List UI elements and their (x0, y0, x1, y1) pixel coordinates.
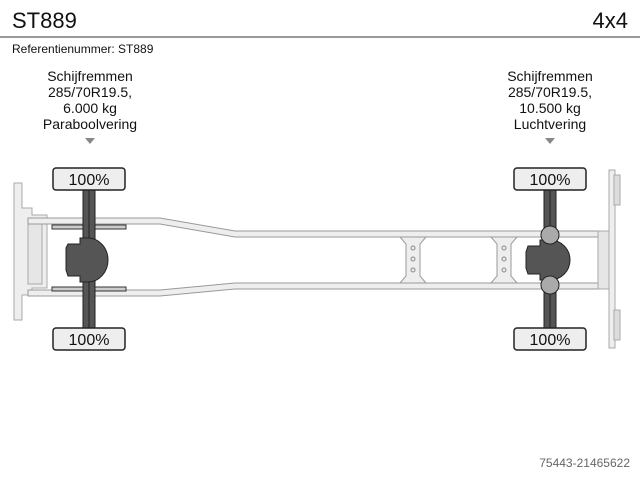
front-axle-info: Schijfremmen 285/70R19.5, 6.000 kg Parab… (10, 68, 170, 144)
crossmember (398, 236, 519, 284)
rear-axle (525, 189, 571, 329)
rear-axle-tyres: 285/70R19.5, (507, 84, 593, 100)
svg-text:100%: 100% (69, 332, 110, 349)
svg-text:100%: 100% (530, 332, 571, 349)
front-axle-load: 6.000 kg (63, 100, 117, 116)
reference-number: Referentienummer: ST889 (12, 42, 154, 56)
rear-axle-suspension: Luchtvering (513, 116, 587, 132)
vehicle-title: ST889 (12, 8, 77, 33)
front-axle-tyres: 285/70R19.5, (47, 84, 133, 100)
svg-text:100%: 100% (530, 172, 571, 189)
front-axle (51, 189, 127, 329)
tyre-front-top: 100% (52, 167, 126, 191)
tyre-rear-bottom: 100% (513, 327, 587, 351)
rear-axle-load: 10.500 kg (519, 100, 581, 116)
drive-configuration: 4x4 (592, 8, 628, 33)
rear-end (597, 169, 621, 349)
tyre-front-bottom: 100% (52, 327, 126, 351)
rear-axle-pointer-icon (545, 138, 555, 144)
listing-id: 75443-21465622 (539, 456, 630, 470)
tyre-rear-top: 100% (513, 167, 587, 191)
svg-text:100%: 100% (69, 172, 110, 189)
front-axle-pointer-icon (85, 138, 95, 144)
front-axle-suspension: Paraboolvering (42, 116, 138, 132)
front-axle-brakes: Schijfremmen (47, 68, 133, 84)
rear-axle-info: Schijfremmen 285/70R19.5, 10.500 kg Luch… (470, 68, 630, 144)
header-divider (0, 36, 640, 38)
rear-axle-brakes: Schijfremmen (507, 68, 593, 84)
